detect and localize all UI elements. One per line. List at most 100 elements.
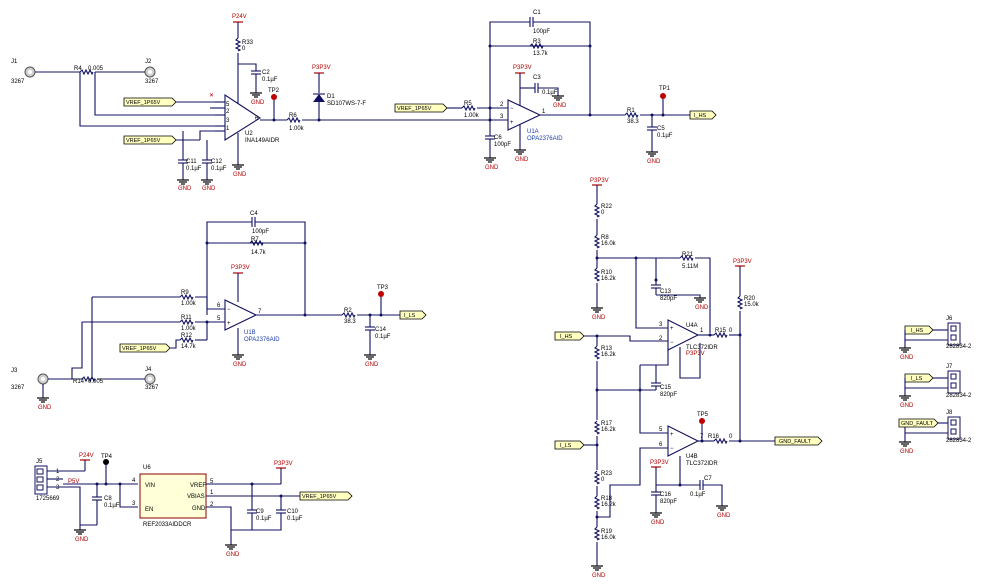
u4a-value: TLC372IDR <box>686 345 718 351</box>
test-point-tp4 <box>103 459 109 465</box>
svg-text:5: 5 <box>210 479 214 485</box>
u6-pin-en: EN <box>145 507 153 513</box>
vref-label-b: VREF_1P65V <box>126 138 161 144</box>
svg-text:6: 6 <box>659 442 663 448</box>
vref-label-c: VREF_1P65V <box>397 106 432 112</box>
c14-value: 0.1µF <box>375 334 391 340</box>
r2-label: R2 <box>344 308 352 314</box>
u4a-label: U4A <box>686 323 698 329</box>
svg-text:3: 3 <box>500 114 504 120</box>
conn-gf-label: GND_FAULT <box>901 421 934 427</box>
gnd-u6: GND <box>226 552 240 558</box>
svg-text:6: 6 <box>255 116 259 122</box>
gnd-u1a: GND <box>515 157 529 163</box>
r15-value: 0 <box>729 328 733 334</box>
c5-label: C5 <box>657 126 665 132</box>
r19-value: 16.0k <box>601 535 617 541</box>
c13-label: C13 <box>660 289 672 295</box>
c6-value: 100pF <box>494 142 511 148</box>
c2-value: 0.1µF <box>262 77 278 83</box>
r16-value: 0 <box>729 434 733 440</box>
r14-label: R14 <box>73 379 85 385</box>
tp4-label: TP4 <box>101 454 113 460</box>
j5-label: J5 <box>36 459 43 465</box>
svg-text:5: 5 <box>226 102 230 108</box>
c7-value: 0.1µF <box>690 492 706 498</box>
r12-label: R12 <box>181 333 193 339</box>
svg-text:+: + <box>227 321 231 327</box>
u4a-comparator <box>667 319 700 351</box>
u1b-value: OPA2376AID <box>244 337 280 343</box>
j5-value: 1725669 <box>36 496 60 502</box>
connector-j8 <box>947 416 961 440</box>
svg-text:6: 6 <box>217 303 221 309</box>
tp3-label: TP3 <box>377 285 389 291</box>
j2-value: 3267 <box>145 79 159 85</box>
gnd-c3: GND <box>553 103 567 109</box>
r11-value: 1.00k <box>181 326 197 332</box>
svg-text:2: 2 <box>659 336 663 342</box>
r17-label: R17 <box>601 421 613 427</box>
c7-label: C7 <box>704 476 712 482</box>
c16-value: 820pF <box>660 499 677 505</box>
r5-value: 1.00k <box>464 113 480 119</box>
u6-pin-vin: VIN <box>145 483 155 489</box>
j8-label: J8 <box>946 410 953 416</box>
i-ls-label: I_LS <box>404 313 416 319</box>
gnd-c5: GND <box>647 159 661 165</box>
j4-label: J4 <box>145 367 152 373</box>
i-hs-in-label: I_HS <box>560 334 573 340</box>
gnd-c6: GND <box>485 165 499 171</box>
u2-amplifier <box>224 93 262 141</box>
p3p3v-u1b-label: P3P3V <box>231 265 250 271</box>
conn-ihs-label: I_HS <box>911 328 924 334</box>
c3-label: C3 <box>533 75 541 81</box>
gnd-c13: GND <box>695 305 709 311</box>
p24v-b-label: P24V <box>79 453 94 459</box>
u4b-value: TLC372IDR <box>686 461 718 467</box>
gnd-c12: GND <box>202 186 216 192</box>
r19-label: R19 <box>601 529 613 535</box>
p3p3v-u1a-label: P3P3V <box>513 65 532 71</box>
svg-text:−: − <box>670 340 674 346</box>
tp2-label: TP2 <box>268 88 280 94</box>
i-ls-in-label: I_LS <box>560 443 572 449</box>
u4b-label: U4B <box>686 454 698 460</box>
c10-label: C10 <box>287 509 299 515</box>
ic-u6 <box>139 473 207 519</box>
r20-value: 15.0k <box>744 302 760 308</box>
connector-j5 <box>34 465 48 495</box>
j1-value: 3267 <box>11 79 25 85</box>
gnd-j5: GND <box>75 537 89 543</box>
r2-value: 38.3 <box>344 319 356 325</box>
c15-label: C15 <box>660 385 672 391</box>
u6-pin-vref: VREF <box>190 483 206 489</box>
c8-label: C8 <box>104 496 112 502</box>
p24v-label: P24V <box>232 14 247 20</box>
svg-text:1: 1 <box>700 328 704 334</box>
d1-label: D1 <box>327 94 335 100</box>
u1a-opamp <box>507 99 542 131</box>
gnd-j3: GND <box>38 405 52 411</box>
c8-value: 0.1µF <box>104 503 120 509</box>
r8-value: 16.0k <box>601 241 617 247</box>
r23-value: 0 <box>601 477 605 483</box>
gnd-j8: GND <box>900 449 914 455</box>
net-label-i-ls-in <box>554 440 585 450</box>
r20-label: R20 <box>744 296 756 302</box>
svg-text:−: − <box>510 106 514 112</box>
r5-label: R5 <box>464 101 472 107</box>
j7-value: 282834-2 <box>946 393 972 399</box>
r7-label: R7 <box>251 237 259 243</box>
u4b-comparator <box>667 425 700 457</box>
svg-text:3: 3 <box>56 485 60 491</box>
u1b-label: U1B <box>244 330 256 336</box>
r13-value: 16.2k <box>601 352 617 358</box>
gnd-u1b: GND <box>233 362 247 368</box>
gnd-r19: GND <box>592 573 606 579</box>
svg-text:2: 2 <box>56 477 60 483</box>
connector-j6 <box>947 322 961 346</box>
p3p3v-u4a-label: P3P3V <box>686 351 705 357</box>
r13-label: R13 <box>601 346 613 352</box>
test-point-tp2 <box>271 94 277 100</box>
